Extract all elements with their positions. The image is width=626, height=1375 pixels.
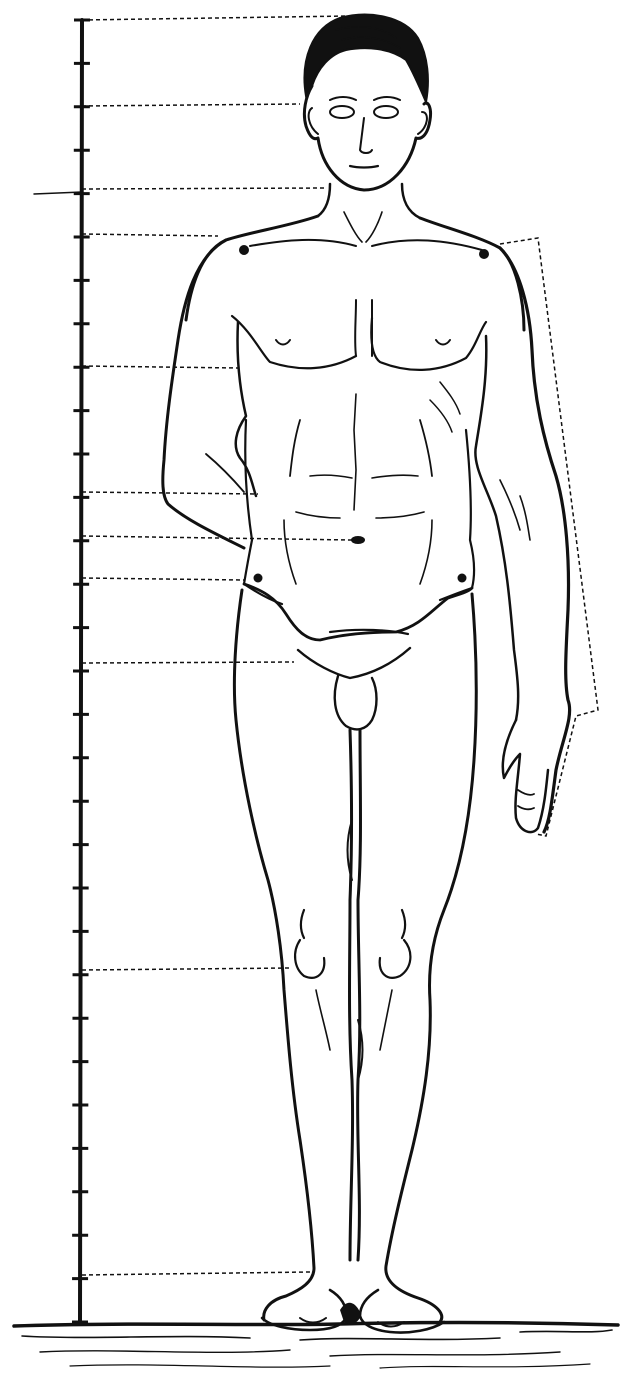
left-hand	[503, 720, 548, 832]
landmark-right-shoulder	[239, 245, 249, 255]
abdomen	[244, 420, 474, 604]
inner-legs	[350, 730, 361, 1260]
human-figure	[163, 15, 570, 1333]
eye-right	[330, 106, 354, 118]
left-leg-outer	[386, 594, 476, 1322]
landmark-left-shoulder	[479, 249, 489, 259]
guide-top-of-head	[82, 16, 348, 20]
right-forearm-line	[206, 454, 244, 492]
dashed-guides	[82, 16, 598, 1275]
guide-ankle	[82, 1272, 310, 1275]
abs-line-2	[296, 512, 424, 518]
guide-chin	[82, 188, 326, 189]
oblique-lines	[284, 520, 432, 584]
serratus-lines	[290, 420, 432, 476]
guide-hip	[82, 578, 244, 580]
right-knee	[295, 910, 324, 978]
ear-right	[309, 108, 318, 134]
left-forearm-muscles	[500, 480, 530, 540]
nose	[360, 118, 372, 153]
guide-shoulder	[82, 234, 218, 236]
left-arm-inner	[475, 336, 518, 720]
measuring-rod	[34, 20, 90, 1322]
neck-left	[402, 184, 420, 218]
guide-knee	[82, 968, 290, 970]
sternum	[355, 300, 372, 356]
pelvis-outline	[244, 584, 472, 640]
right-arm	[163, 240, 244, 548]
guide-navel	[82, 536, 352, 540]
guide-elbow	[82, 492, 258, 494]
abs-line-1	[310, 475, 418, 478]
landmark-right-hip	[254, 574, 263, 583]
mouth	[350, 166, 378, 168]
eye-left	[374, 106, 398, 118]
right-leg-outer	[234, 590, 314, 1320]
left-knee	[380, 910, 411, 978]
landmark-left-hip	[458, 574, 467, 583]
shin-lines	[316, 990, 392, 1050]
left-foot	[360, 1290, 444, 1333]
guide-crotch	[82, 662, 294, 663]
guide-eye-level	[82, 104, 300, 106]
genitals	[335, 676, 377, 729]
neck-muscles	[344, 212, 382, 242]
left-arm	[500, 248, 570, 832]
guide-nipple-line	[82, 366, 238, 368]
nipples	[276, 340, 450, 345]
briefs	[298, 648, 410, 678]
eyebrows	[330, 97, 400, 100]
linea-alba	[354, 394, 356, 510]
guide-arm-length	[500, 238, 598, 836]
neck-right	[318, 184, 330, 216]
head	[304, 86, 430, 190]
rib-shading	[430, 382, 460, 432]
left-hand-fingers	[518, 790, 534, 809]
navel	[351, 536, 365, 544]
